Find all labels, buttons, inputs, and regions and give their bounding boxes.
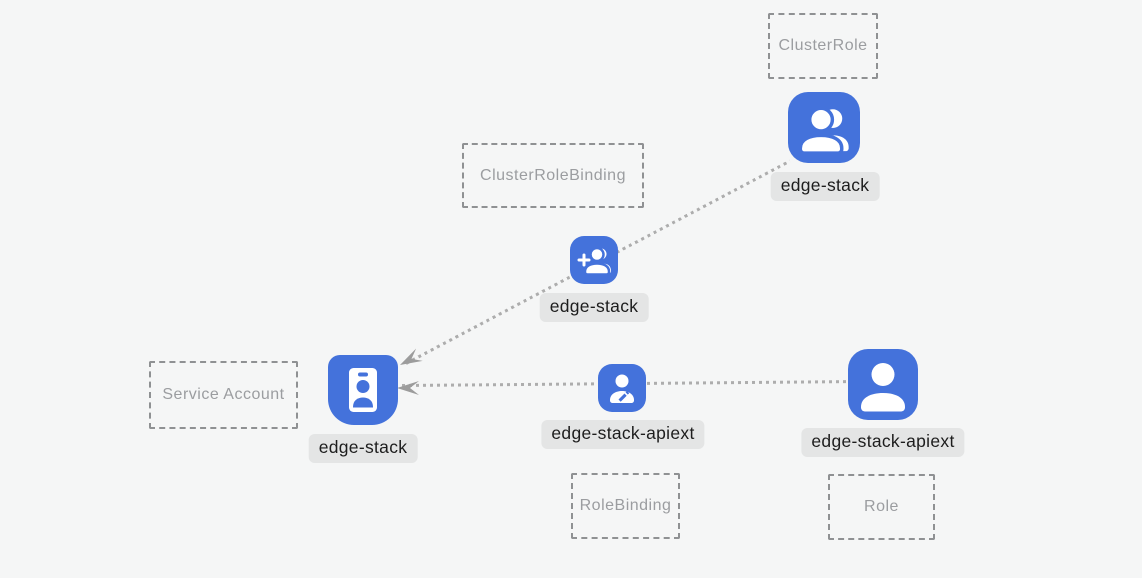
type-box-role: Role [828,474,935,540]
id-badge-glyph [349,368,377,412]
type-box-role-binding: RoleBinding [571,473,680,539]
node-label: edge-stack [539,293,649,322]
type-box-label: RoleBinding [579,497,672,514]
arrowhead-left-icon [400,348,423,365]
node-label: edge-stack-apiext [801,428,965,457]
id-badge-icon [328,355,398,425]
type-box-cluster-role-binding: ClusterRoleBinding [462,143,644,208]
type-box-cluster-role: ClusterRole [768,13,878,79]
person-glyph [861,363,905,412]
node-label: edge-stack [770,172,880,201]
people-icon [788,92,860,163]
person-edit-glyph [610,374,634,403]
person-add-glyph [577,246,611,276]
type-box-service-account: Service Account [149,361,298,429]
node-label: edge-stack-apiext [541,420,705,449]
type-box-label: ClusterRoleBinding [480,166,626,184]
people-glyph [798,106,849,155]
type-box-label: ClusterRole [778,37,868,54]
type-box-label: Role [864,498,899,515]
arrowhead-left-icon [397,381,419,395]
person-icon [848,349,918,420]
person-add-icon [570,236,618,284]
type-box-label: Service Account [162,386,285,403]
person-edit-icon [598,364,646,412]
node-label: edge-stack [308,434,418,463]
